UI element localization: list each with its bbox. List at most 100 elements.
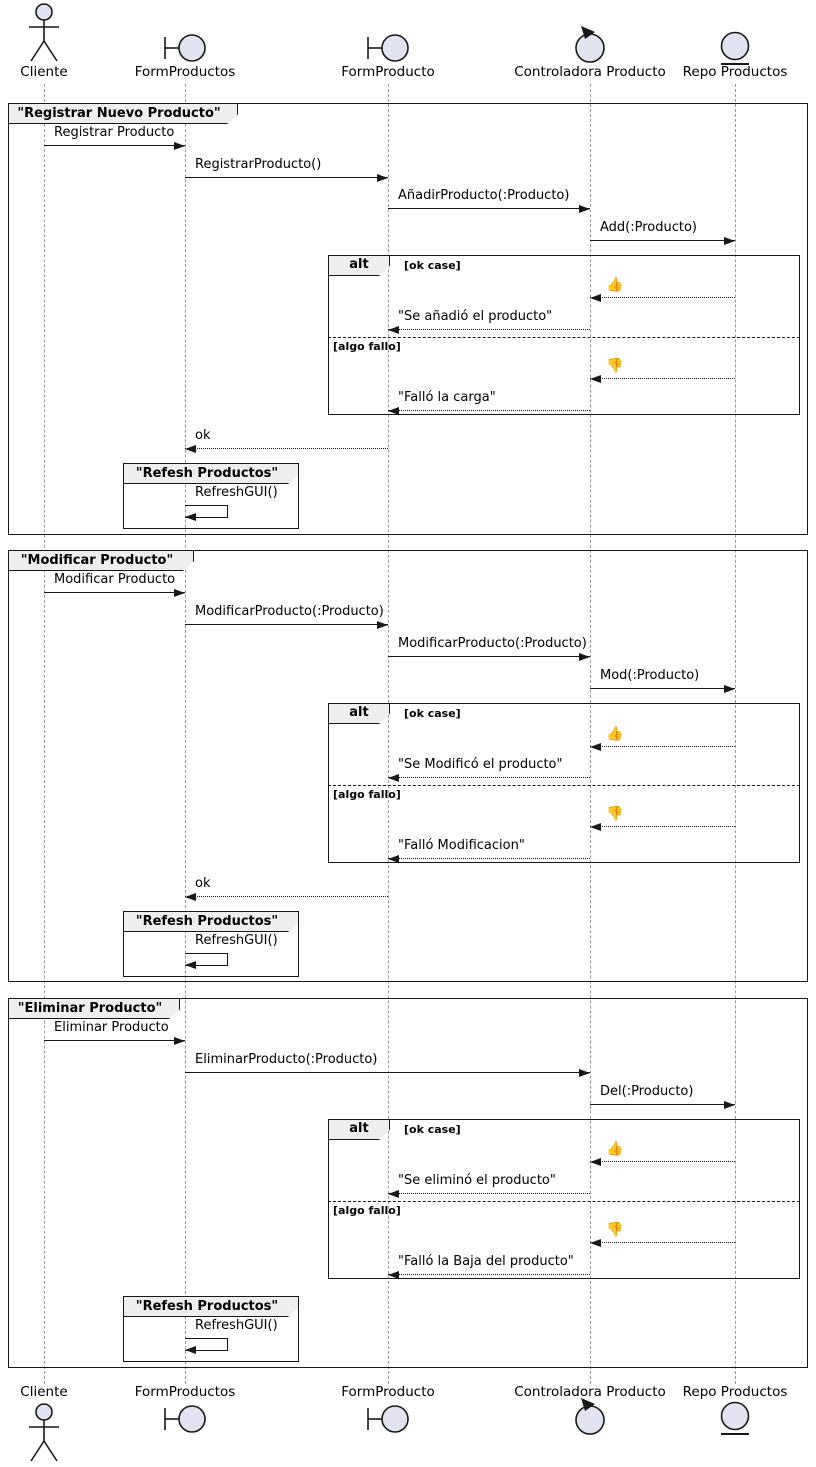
message--label: 👍 — [606, 1141, 624, 1157]
message-a-adirproducto-producto-arrowhead — [579, 204, 590, 213]
message-eliminarproducto-producto-label: EliminarProducto(:Producto) — [195, 1052, 378, 1067]
message-modificarproducto-producto-line — [388, 656, 590, 657]
lifeline-controladora-producto — [590, 84, 591, 1384]
refresh-title-tab: "Refesh Productos" — [123, 911, 299, 932]
message--line — [590, 297, 735, 298]
message-se-modific-el-producto-label: "Se Modificó el producto" — [398, 757, 563, 772]
alt-divider — [328, 785, 800, 786]
frame-title-tab: "Registrar Nuevo Producto" — [8, 103, 238, 124]
message-ok-line — [185, 896, 388, 897]
frame-registrar-nuevo-producto — [8, 103, 808, 535]
message-eliminar-producto-arrowhead — [174, 1036, 185, 1045]
lifeline-formproductos — [185, 84, 186, 1384]
actor-icon — [24, 1402, 64, 1464]
message-modificarproducto-producto-label: ModificarProducto(:Producto) — [195, 604, 384, 619]
message--line — [590, 746, 735, 747]
message-fall-la-carga-arrowhead — [388, 406, 399, 415]
actor-icon — [24, 2, 64, 64]
control-icon — [573, 1398, 607, 1436]
alt-tab: alt — [328, 703, 390, 724]
message-del-producto-line — [590, 1104, 735, 1105]
participant-label-top-repo-productos: Repo Productos — [682, 64, 788, 80]
alt-guard-fail: [algo fallo] — [333, 788, 401, 801]
message-ok-arrowhead — [185, 892, 196, 901]
message-mod-producto-arrowhead — [724, 684, 735, 693]
participant-label-bottom-formproducto: FormProducto — [341, 1384, 435, 1400]
control-icon — [573, 26, 607, 64]
message-fall-modificacion-label: "Falló Modificacion" — [398, 838, 525, 853]
alt-guard-fail: [algo fallo] — [333, 1204, 401, 1217]
message-fall-la-carga-line — [388, 410, 590, 411]
frame-modificar-producto — [8, 550, 808, 982]
message-a-adirproducto-producto-label: AñadirProducto(:Producto) — [398, 188, 570, 203]
message-registrarproducto-line — [185, 177, 388, 178]
message-se-elimin-el-producto-label: "Se eliminó el producto" — [398, 1173, 556, 1188]
alt-guard-ok: [ok case] — [404, 1123, 461, 1136]
message-se-modific-el-producto-line — [388, 777, 590, 778]
boundary-icon — [366, 33, 410, 63]
message--arrowhead — [590, 822, 601, 831]
participant-label-bottom-formproductos: FormProductos — [134, 1384, 236, 1400]
alt-guard-fail: [algo fallo] — [333, 340, 401, 353]
lifeline-repo-productos — [735, 84, 736, 1384]
message--label: 👎 — [606, 358, 624, 374]
message--line — [590, 1161, 735, 1162]
message-modificarproducto-producto-label: ModificarProducto(:Producto) — [398, 636, 587, 651]
message-registrarproducto-label: RegistrarProducto() — [195, 157, 322, 172]
alt-frame — [328, 703, 800, 863]
message--label: 👍 — [606, 277, 624, 293]
self-message-loop — [185, 505, 228, 518]
self-message-label: RefreshGUI() — [195, 1318, 278, 1333]
message-se-modific-el-producto-arrowhead — [388, 773, 399, 782]
boundary-icon — [163, 33, 207, 63]
entity-icon — [718, 30, 752, 68]
message-fall-la-baja-del-producto-arrowhead — [388, 1270, 399, 1279]
message-ok-label: ok — [195, 428, 211, 443]
message-eliminarproducto-producto-line — [185, 1072, 590, 1073]
message-ok-line — [185, 448, 388, 449]
alt-tab: alt — [328, 255, 390, 276]
message--label: 👎 — [606, 1222, 624, 1238]
message-se-a-adi-el-producto-line — [388, 329, 590, 330]
message-fall-la-baja-del-producto-line — [388, 1274, 590, 1275]
message-del-producto-arrowhead — [724, 1100, 735, 1109]
alt-divider — [328, 1201, 800, 1202]
message-del-producto-label: Del(:Producto) — [600, 1084, 694, 1099]
message--arrowhead — [590, 293, 601, 302]
message--line — [590, 378, 735, 379]
participant-label-top-controladora-producto: Controladora Producto — [514, 64, 666, 80]
self-message-label: RefreshGUI() — [195, 485, 278, 500]
participant-label-bottom-cliente: Cliente — [20, 1384, 68, 1400]
self-message-arrowhead — [185, 513, 196, 521]
message-fall-la-baja-del-producto-label: "Falló la Baja del producto" — [398, 1254, 574, 1269]
participant-label-bottom-repo-productos: Repo Productos — [682, 1384, 788, 1400]
message--arrowhead — [590, 1238, 601, 1247]
lifeline-formproducto — [388, 84, 389, 1384]
message-modificar-producto-line — [44, 592, 185, 593]
message-add-producto-label: Add(:Producto) — [600, 220, 698, 235]
message-mod-producto-line — [590, 688, 735, 689]
alt-guard-ok: [ok case] — [404, 707, 461, 720]
lifeline-cliente — [44, 84, 45, 1384]
message-a-adirproducto-producto-line — [388, 208, 590, 209]
message--arrowhead — [590, 1157, 601, 1166]
message-add-producto-line — [590, 240, 735, 241]
message-registrarproducto-arrowhead — [377, 173, 388, 182]
self-message-arrowhead — [185, 961, 196, 969]
alt-divider — [328, 337, 800, 338]
message-modificarproducto-producto-arrowhead — [377, 620, 388, 629]
message-mod-producto-label: Mod(:Producto) — [600, 668, 700, 683]
frame-title-tab: "Eliminar Producto" — [8, 998, 180, 1019]
message-modificar-producto-label: Modificar Producto — [54, 572, 176, 587]
message--line — [590, 1242, 735, 1243]
message-ok-arrowhead — [185, 444, 196, 453]
message-ok-label: ok — [195, 876, 211, 891]
message-fall-modificacion-arrowhead — [388, 854, 399, 863]
alt-frame — [328, 255, 800, 415]
alt-tab: alt — [328, 1119, 390, 1140]
message-add-producto-arrowhead — [724, 236, 735, 245]
refresh-title-tab: "Refesh Productos" — [123, 463, 299, 484]
message--label: 👎 — [606, 806, 624, 822]
message-se-elimin-el-producto-arrowhead — [388, 1189, 399, 1198]
